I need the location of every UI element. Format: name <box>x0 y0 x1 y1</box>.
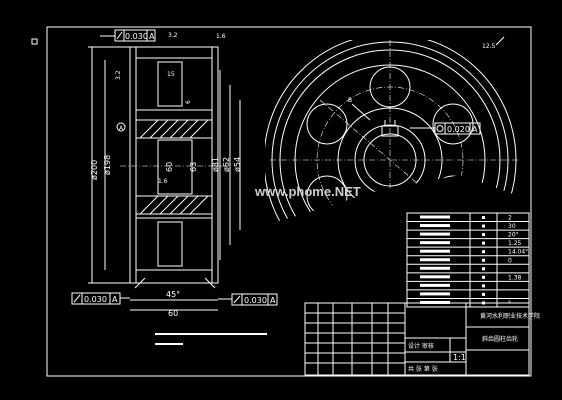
param-value: 2 <box>508 215 512 222</box>
underline-bar-2 <box>155 343 183 345</box>
dim-root-dia: ø198 <box>103 155 112 175</box>
param-symbol-mark <box>482 292 485 296</box>
param-label-bar <box>420 300 450 304</box>
title-part-name: 斜齿圆柱齿轮 <box>482 335 518 343</box>
param-value: 14.04° <box>508 249 528 256</box>
param-value: 0 <box>508 257 512 264</box>
hatch-bottom <box>135 195 213 215</box>
section-view <box>88 46 241 311</box>
dim-face-width: 60 <box>168 309 178 318</box>
dim-tip-dia: ø200 <box>90 160 99 180</box>
dim-d1: ø81 <box>211 157 220 172</box>
param-symbol-mark <box>482 224 485 228</box>
roughness-corner: 12.5 <box>482 43 496 50</box>
roughness-symbol <box>495 36 505 46</box>
dim-hub: 60 <box>165 162 174 172</box>
gdt-bottom-right-frame <box>218 293 278 306</box>
dim-chamfer: 45° <box>166 290 180 299</box>
param-symbol-mark <box>482 258 485 262</box>
title-bottom-row: 共 张 第 张 <box>408 365 438 373</box>
gdt-bottom-left-datum: A <box>112 295 118 304</box>
gdt-top-frame <box>100 29 156 42</box>
param-value: 1.25 <box>508 240 522 247</box>
dim-bore-offset: 6 <box>185 100 192 104</box>
param-symbol-mark <box>482 284 485 288</box>
param-label-bar <box>420 249 450 253</box>
param-symbol-mark <box>482 241 485 245</box>
param-label-bar <box>420 266 450 270</box>
datum-circle <box>116 122 126 132</box>
drawing-frame <box>46 26 532 377</box>
param-symbol-mark <box>482 275 485 279</box>
param-label-bar <box>420 215 450 219</box>
circle-b-label: B <box>348 97 352 104</box>
gdt-top-datum: A <box>149 32 155 41</box>
watermark-text: www.phome.NET <box>254 184 361 199</box>
dim-key: 63 <box>189 162 198 172</box>
underline-bar-1 <box>155 333 267 335</box>
datum-label: A <box>119 125 124 132</box>
param-label-bar <box>420 275 450 279</box>
dim-d3: ø54 <box>233 157 242 172</box>
leader-b <box>351 103 371 121</box>
gdt-bottom-left-frame <box>71 292 130 305</box>
dim-d2: ø62 <box>222 157 231 172</box>
gdt-bottom-right-tolerance: 0.030 <box>244 296 267 305</box>
param-value: 20° <box>508 232 519 239</box>
param-label-bar <box>420 232 450 236</box>
param-value: 30 <box>508 223 516 230</box>
hatch-top <box>135 119 213 139</box>
param-label-bar <box>420 283 450 287</box>
roughness-side: 3.2 <box>115 70 122 80</box>
dim-web-width: 15 <box>167 71 175 78</box>
param-symbol-mark <box>482 233 485 237</box>
param-label-bar <box>420 224 450 228</box>
roughness-mid: 1.6 <box>158 178 168 185</box>
frame-marker <box>31 38 38 45</box>
param-label-bar <box>420 292 450 296</box>
title-designer-row: 设计 审核 <box>408 342 434 350</box>
title-block <box>304 302 530 376</box>
param-symbol-mark <box>482 216 485 219</box>
param-label-bar <box>420 241 450 245</box>
title-school: 黄河水利职业技术学院 <box>480 312 540 320</box>
gdt-bottom-right-datum: A <box>270 296 276 305</box>
gdt-top-tolerance: 0.030 <box>125 32 148 41</box>
gdt-right-tolerance: 0.020 <box>447 125 470 134</box>
gdt-bottom-left-tolerance: 0.030 <box>84 295 107 304</box>
roughness-top-left: 3.2 <box>168 32 178 39</box>
roughness-top-right: 1.6 <box>216 33 226 40</box>
front-view <box>265 40 520 225</box>
gdt-right-datum: A <box>472 125 478 134</box>
param-value: 1.38 <box>508 274 522 281</box>
param-symbol-mark <box>482 267 485 271</box>
param-label-bar <box>420 258 450 262</box>
title-scale: 1:1 <box>453 353 466 362</box>
param-symbol-mark <box>482 250 485 254</box>
gdt-right-frame <box>410 122 481 135</box>
